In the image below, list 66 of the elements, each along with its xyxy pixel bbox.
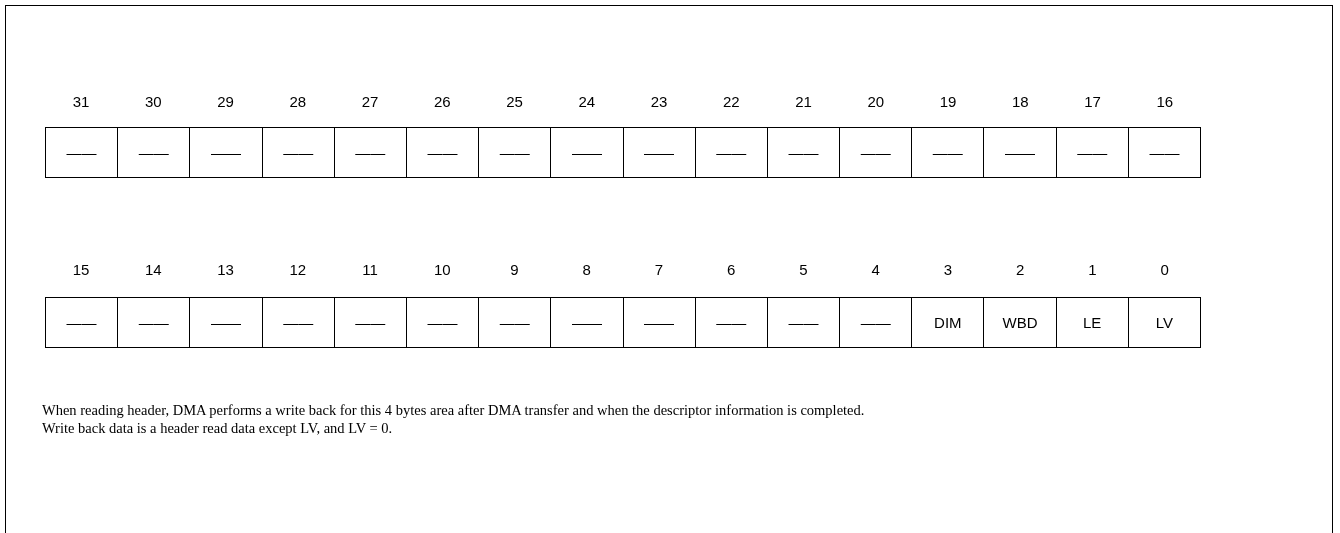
bit-field-cell: —— <box>261 298 334 347</box>
bit-number: 16 <box>1155 93 1175 111</box>
bit-number: 12 <box>288 261 308 279</box>
bit-number: 31 <box>71 93 91 111</box>
bit-field-cell: —— <box>911 128 984 177</box>
note-text: Write back data is a header read data except LV, and LV = 0. <box>42 419 393 437</box>
bit-number: 29 <box>216 93 235 111</box>
bit-field-cell: —— <box>189 128 262 177</box>
bit-number: 4 <box>870 261 881 279</box>
bit-number: 30 <box>143 93 163 111</box>
bit-field-cell: —— <box>189 298 262 347</box>
bit-field-cell: —— <box>117 298 190 347</box>
bit-field-cell: —— <box>622 298 695 347</box>
bit-number: 20 <box>866 93 886 111</box>
bit-number: 18 <box>1010 93 1030 111</box>
bit-field-cell: —— <box>117 128 190 177</box>
note-text: When reading header, DMA performs a write back for this 4 bytes area after DMA transfer and when the descriptor information is completed. <box>42 401 865 419</box>
bit-number: 8 <box>581 261 592 279</box>
bit-number: 13 <box>216 261 235 279</box>
bit-number: 10 <box>432 261 452 279</box>
bit-field-cell: —— <box>694 298 767 347</box>
bit-field-cell: —— <box>550 298 623 347</box>
bit-field-cell: —— <box>550 128 623 177</box>
bit-number: 6 <box>726 261 737 279</box>
bit-number: 25 <box>505 93 524 111</box>
bit-field-cell: —— <box>766 128 840 177</box>
bit-field-cell: —— <box>478 298 551 347</box>
bit-field-cell-text: —— <box>65 313 98 333</box>
bit-number: 28 <box>288 93 308 111</box>
bit-field-cell: —— <box>478 128 551 177</box>
bit-field-cell: —— <box>1127 128 1200 177</box>
bit-number: 17 <box>1083 93 1102 111</box>
bit-field-cell: LE <box>1055 298 1128 347</box>
bit-number: 14 <box>143 261 163 279</box>
bit-field-cell: —— <box>983 128 1056 177</box>
bit-number: 9 <box>509 261 520 279</box>
bit-field-cell: —— <box>766 298 840 347</box>
bit-number: 7 <box>653 261 665 279</box>
bit-number: 21 <box>794 93 813 111</box>
bit-number: 5 <box>798 261 809 279</box>
bit-number: 3 <box>942 261 954 279</box>
bit-field-cell-text: —— <box>65 143 98 163</box>
bit-number: 2 <box>1015 261 1026 279</box>
bit-number: 15 <box>71 261 91 279</box>
bit-number: 11 <box>361 261 379 279</box>
bit-number: 27 <box>360 93 380 111</box>
bit-field-cell: LV <box>1127 298 1200 347</box>
bit-field-cell: —— <box>622 128 695 177</box>
bit-field-cell: —— <box>333 298 406 347</box>
bit-field-cell: —— <box>405 298 479 347</box>
bit-field-cell: —— <box>694 128 767 177</box>
bit-field-cell: —— <box>333 128 406 177</box>
bit-field-cell: WBD <box>983 298 1056 347</box>
bit-field-cell: —— <box>405 128 479 177</box>
bit-number: 26 <box>432 93 452 111</box>
bit-field-cell: —— <box>261 128 334 177</box>
bit-field-cell: DIM <box>911 298 984 347</box>
bit-field-cell: —— <box>839 128 912 177</box>
bit-number: 19 <box>938 93 958 111</box>
bit-number: 0 <box>1159 261 1170 279</box>
bit-number: 22 <box>721 93 741 111</box>
bit-field-cell: —— <box>839 298 912 347</box>
bit-field-cell: —— <box>1055 128 1128 177</box>
bit-number: 23 <box>649 93 669 111</box>
bit-number: 1 <box>1087 261 1098 279</box>
bit-number: 24 <box>577 93 597 111</box>
